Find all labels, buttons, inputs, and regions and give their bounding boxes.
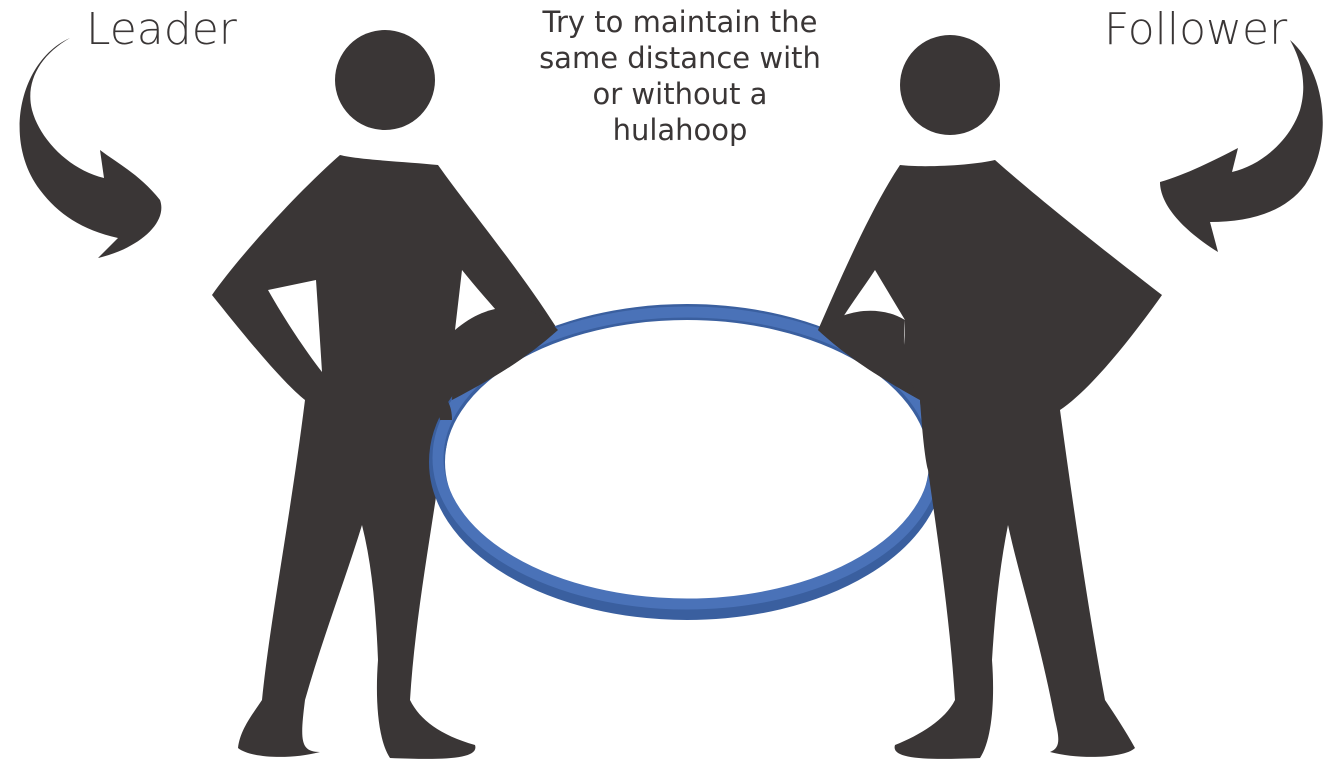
follower-body xyxy=(818,160,1162,759)
instruction-line: Try to maintain the xyxy=(520,4,840,40)
leader-body xyxy=(212,155,558,759)
curved-arrow-right-icon xyxy=(20,38,162,258)
follower-figure xyxy=(818,35,1162,759)
leader-head xyxy=(335,30,435,130)
leader-figure xyxy=(212,30,558,759)
leader-label: Leader xyxy=(86,8,237,52)
curved-arrow-left-icon xyxy=(1160,40,1323,252)
instruction-line: or without a xyxy=(520,76,840,112)
follower-label: Follower xyxy=(1104,8,1287,52)
instruction-line: same distance with xyxy=(520,40,840,76)
follower-head xyxy=(900,35,1000,135)
instruction-text: Try to maintain the same distance with o… xyxy=(520,4,840,148)
instruction-line: hulahoop xyxy=(520,112,840,148)
